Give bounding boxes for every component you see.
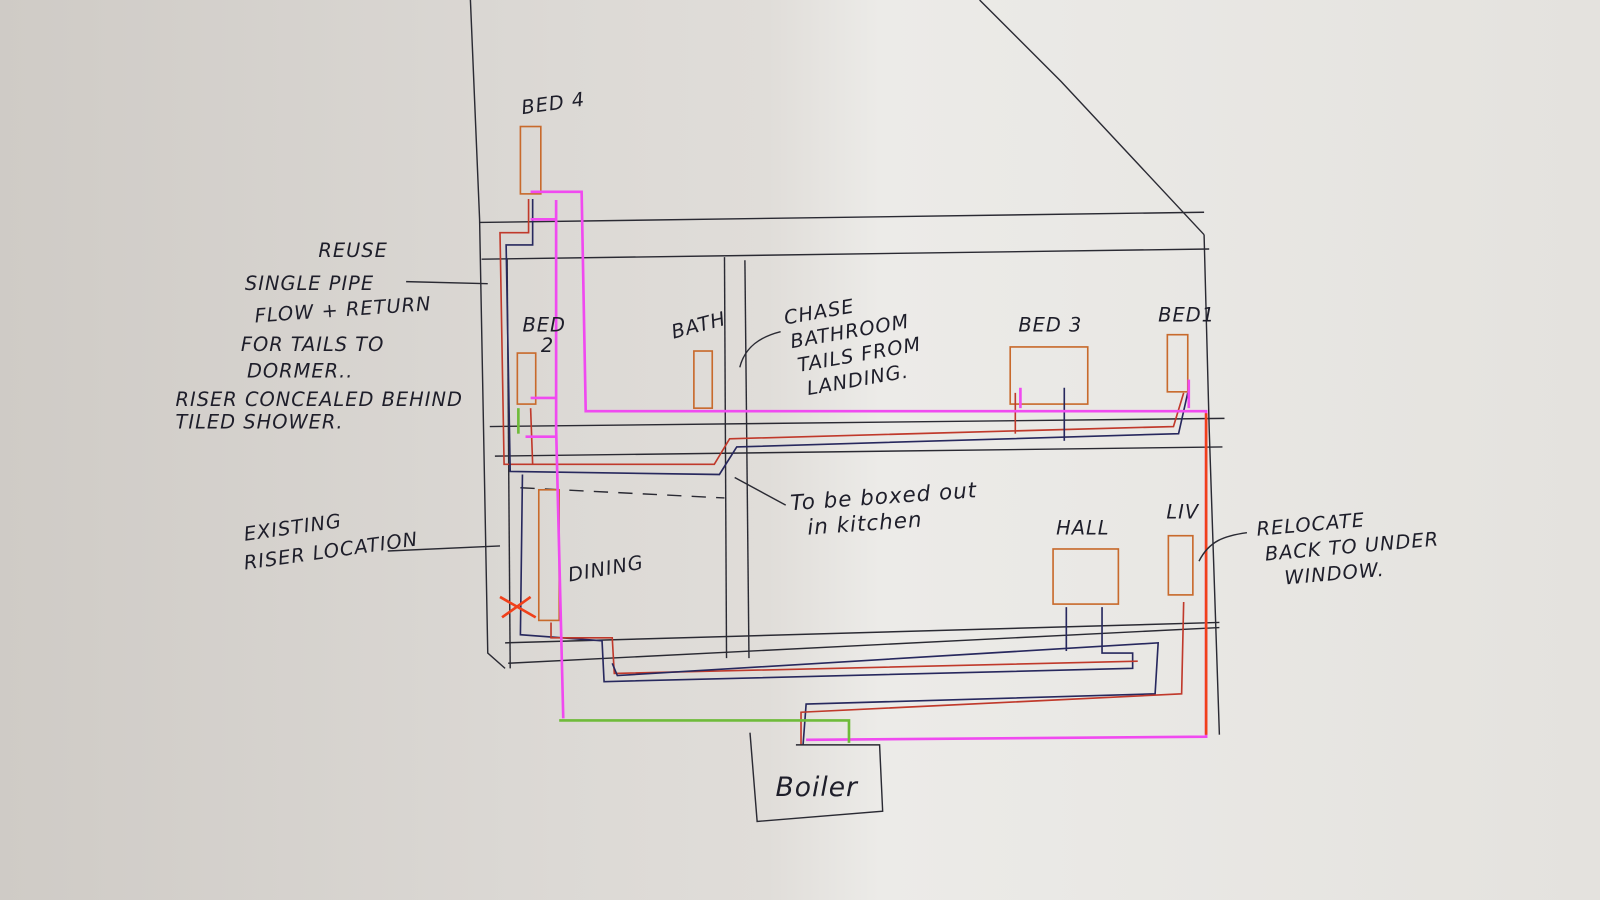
label-bed1: BED1 — [1158, 303, 1215, 326]
note-relocate: RELOCATE BACK TO UNDER WINDOW. — [1256, 508, 1440, 589]
radiator-dining — [537, 488, 560, 622]
new-pipework — [499, 190, 1208, 743]
note-line: FOR TAILS TO — [241, 333, 385, 356]
label-bed2: BED — [522, 314, 566, 337]
label-dining: DINING — [566, 551, 645, 587]
note-line: REUSE — [318, 239, 388, 262]
radiators — [516, 125, 1194, 622]
radiator-bed2 — [516, 352, 537, 405]
note-line: TILED SHOWER. — [176, 411, 344, 434]
label-bed3: BED 3 — [1018, 314, 1082, 337]
radiator-hall — [1052, 548, 1120, 605]
note-chase: CHASE BATHROOM TAILS FROM LANDING. — [782, 294, 923, 400]
label-boiler: Boiler — [776, 772, 860, 803]
house-outline — [469, 0, 1225, 735]
label-bed4: BED 4 — [520, 88, 587, 120]
label-liv: LIV — [1166, 500, 1200, 523]
radiator-bed3 — [1009, 346, 1089, 405]
note-reuse: REUSE SINGLE PIPE FLOW + RETURN FOR TAIL… — [176, 239, 463, 434]
label-hall: HALL — [1056, 517, 1110, 540]
label-bed2-number: 2 — [541, 334, 554, 357]
note-existing: EXISTING RISER LOCATION — [242, 509, 419, 574]
radiator-liv — [1167, 534, 1194, 596]
note-boxed: To be boxed out in kitchen — [789, 478, 978, 540]
label-bath: BATH — [669, 307, 729, 344]
boiler-box — [749, 732, 884, 823]
leader-lines — [387, 280, 1248, 562]
radiator-bath — [693, 350, 714, 409]
note-line: FLOW + RETURN — [254, 292, 432, 327]
note-line: DORMER.. — [247, 360, 354, 383]
existing-pipework — [499, 198, 1189, 745]
note-line: RISER CONCEALED BEHIND — [176, 388, 463, 411]
note-line: SINGLE PIPE — [245, 272, 374, 295]
removed-riser-cross-icon — [499, 595, 537, 619]
radiator-bed4 — [519, 125, 542, 195]
radiator-bed1 — [1166, 333, 1189, 393]
